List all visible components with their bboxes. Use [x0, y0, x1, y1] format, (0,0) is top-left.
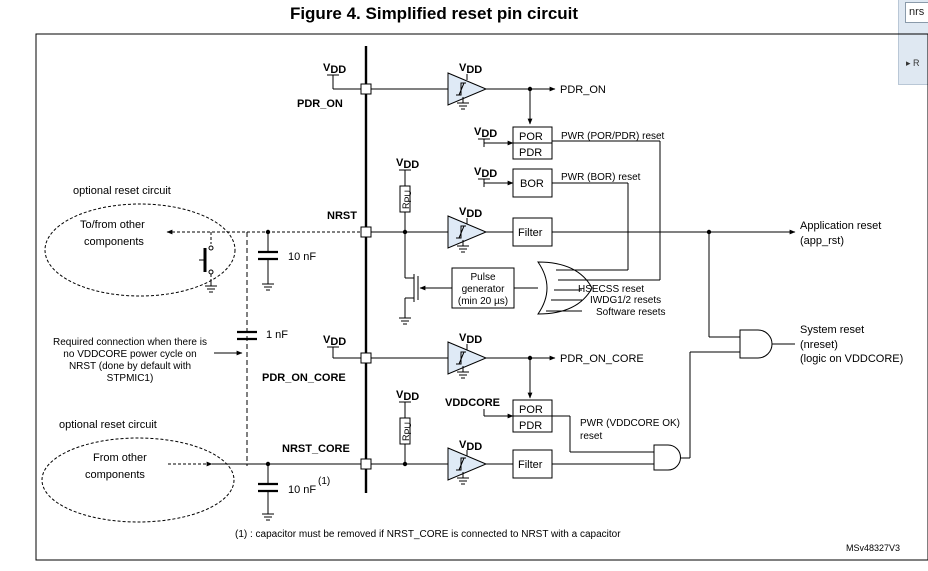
- svg-text:NRST (done by default with: NRST (done by default with: [69, 361, 191, 372]
- nrst-section: VDD RPU NRST VDD Filter Application rese…: [327, 157, 881, 338]
- svg-text:VDD: VDD: [459, 332, 482, 346]
- svg-text:VDD: VDD: [474, 126, 497, 140]
- optional-reset-circuit-top: optional reset circuit To/from other com…: [44, 185, 361, 297]
- capacitor-1nf-label: 1 nF: [266, 329, 288, 341]
- or-gate: [537, 261, 593, 315]
- svg-text:(app_rst): (app_rst): [800, 235, 844, 247]
- svg-text:IWDG1/2 resets: IWDG1/2 resets: [590, 295, 661, 306]
- system-reset-gate: System reset (nreset) (logic on VDDCORE): [739, 324, 903, 365]
- bor-label: BOR: [520, 178, 544, 190]
- and-gate-core: [653, 444, 681, 471]
- pdr-on-output-label: PDR_ON: [560, 84, 606, 96]
- pwr-por-pdr-label: PWR (POR/PDR) reset: [561, 131, 665, 142]
- pwr-vddcore-ok-label: PWR (VDDCORE OK): [580, 418, 680, 429]
- svg-text:Filter: Filter: [518, 227, 543, 239]
- svg-text:RPU: RPU: [401, 190, 413, 209]
- svg-text:optional reset circuit: optional reset circuit: [59, 419, 157, 431]
- search-input[interactable]: nrs: [905, 2, 928, 23]
- por-pdr-core-block: VDDCORE POR PDR PWR (VDDCORE OK) reset: [445, 397, 680, 453]
- figure-title: Figure 4. Simplified reset pin circuit: [289, 4, 579, 23]
- nrst-pin-label: NRST: [327, 210, 357, 222]
- svg-text:(nreset): (nreset): [800, 339, 838, 351]
- optional-circuit-label: optional reset circuit: [73, 185, 171, 197]
- nrst-pin: [360, 226, 372, 238]
- required-connection: 1 nF Required connection when there is n…: [53, 232, 288, 466]
- pdr-on-pin-label: PDR_ON: [297, 98, 343, 110]
- nrst-core-pin-label: NRST_CORE: [282, 443, 350, 455]
- svg-text:PDR: PDR: [519, 420, 542, 432]
- pdr-on-core-section: VDD PDR_ON_CORE VDD PDR_ON_CORE: [262, 332, 644, 399]
- svg-text:(logic on VDDCORE): (logic on VDDCORE): [800, 353, 903, 365]
- svg-text:Required connection when there: Required connection when there is: [53, 337, 207, 348]
- system-reset-label: System reset: [800, 324, 864, 336]
- svg-text:Filter: Filter: [518, 459, 543, 471]
- svg-text:VDD: VDD: [396, 157, 419, 171]
- svg-text:HSECSS reset: HSECSS reset: [578, 284, 644, 295]
- pdr-on-core-output-label: PDR_ON_CORE: [560, 353, 644, 365]
- svg-text:To/from other: To/from other: [80, 219, 145, 231]
- side-panel-item-label: R: [913, 58, 920, 68]
- svg-text:components: components: [84, 236, 144, 248]
- svg-text:STPMIC1): STPMIC1): [107, 373, 154, 384]
- svg-text:generator: generator: [462, 284, 505, 295]
- diagram-reference: MSv48327V3: [846, 543, 900, 553]
- application-reset-label: Application reset: [800, 220, 881, 232]
- vdd-label: VDD: [323, 62, 346, 76]
- svg-text:VDD: VDD: [459, 62, 482, 76]
- pdr-on-pin: [360, 83, 372, 95]
- footnote-text: (1) : capacitor must be removed if NRST_…: [235, 529, 621, 540]
- capacitor-10nf-core-label: 10 nF: [288, 484, 316, 496]
- vddcore-label: VDDCORE: [445, 397, 500, 409]
- svg-text:no VDDCORE power cycle on: no VDDCORE power cycle on: [63, 349, 196, 360]
- pdr-on-core-pin-label: PDR_ON_CORE: [262, 372, 346, 384]
- svg-text:(min 20 µs): (min 20 µs): [458, 296, 508, 307]
- svg-text:reset: reset: [580, 431, 602, 442]
- pwr-bor-label: PWR (BOR) reset: [561, 172, 641, 183]
- diagram-frame: [35, 33, 928, 561]
- svg-text:RPU: RPU: [401, 422, 413, 441]
- svg-text:Pulse: Pulse: [470, 272, 495, 283]
- bor-block: VDD BOR PWR (BOR) reset: [474, 166, 641, 271]
- pdr-label: PDR: [519, 147, 542, 159]
- nrst-core-section: VDD RPU NRST_CORE VDD Filter: [282, 351, 740, 485]
- svg-text:Software resets: Software resets: [596, 307, 665, 318]
- svg-text:components: components: [85, 469, 145, 481]
- svg-text:VDD: VDD: [474, 166, 497, 180]
- optional-reset-circuit-bottom: optional reset circuit From other compon…: [41, 419, 361, 523]
- svg-text:VDD: VDD: [323, 334, 346, 348]
- side-panel-item[interactable]: ▸ R: [906, 58, 920, 68]
- por-label: POR: [519, 131, 543, 143]
- svg-text:VDD: VDD: [459, 439, 482, 453]
- footnote-marker: (1): [318, 476, 330, 487]
- svg-text:VDD: VDD: [396, 389, 419, 403]
- and-gate-system: [739, 329, 773, 359]
- svg-text:VDD: VDD: [459, 206, 482, 220]
- svg-text:From other: From other: [93, 452, 147, 464]
- pdr-on-section: VDD PDR_ON VDD PDR_ON: [297, 62, 606, 125]
- nrst-core-pin: [360, 458, 372, 470]
- svg-text:POR: POR: [519, 404, 543, 416]
- por-pdr-block: VDD POR PDR PWR (POR/PDR) reset: [474, 126, 665, 281]
- pulse-generator: [451, 267, 515, 309]
- capacitor-10nf-label: 10 nF: [288, 251, 316, 263]
- pdr-on-core-pin: [360, 352, 372, 364]
